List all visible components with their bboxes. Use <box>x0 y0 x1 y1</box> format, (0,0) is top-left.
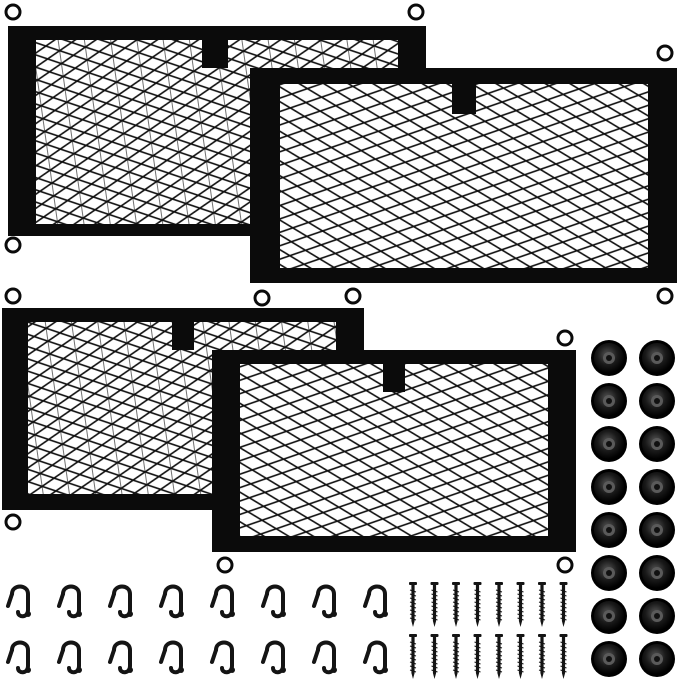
hook-icon <box>312 584 337 619</box>
screw-icon <box>409 582 417 627</box>
hook-icon <box>159 640 184 675</box>
screw-icon <box>538 582 546 627</box>
hook-icon <box>159 584 184 619</box>
washer-icon <box>591 555 627 591</box>
hook-icon <box>108 584 133 619</box>
screw-icon <box>409 634 417 679</box>
washer-icon <box>591 469 627 505</box>
hook-icon <box>312 640 337 675</box>
screw-icon <box>538 634 546 679</box>
washer-icon <box>639 383 675 419</box>
screw-icon <box>495 634 503 679</box>
hook-icon <box>363 584 388 619</box>
screw-icon <box>559 582 568 627</box>
screw-icon <box>516 634 525 679</box>
screw-icon <box>452 634 460 679</box>
storage-net-4 <box>212 329 576 574</box>
washer-icon <box>639 426 675 462</box>
hook-icon <box>108 640 133 675</box>
hook-icon <box>57 640 82 675</box>
storage-net-2 <box>250 44 677 307</box>
screw-icon <box>559 634 568 679</box>
screw-icon <box>430 582 439 627</box>
screw-icon <box>452 582 460 627</box>
washer-icon <box>591 426 627 462</box>
screw-icon <box>516 582 525 627</box>
screw-icon <box>430 634 439 679</box>
hook-icon <box>363 640 388 675</box>
hook-icon <box>6 584 31 619</box>
washer-icon <box>639 598 675 634</box>
screw-icon <box>473 634 482 679</box>
washer-icon <box>591 383 627 419</box>
washer-icon <box>639 641 675 677</box>
washer-group <box>591 340 675 677</box>
hook-icon <box>261 584 286 619</box>
washer-icon <box>639 469 675 505</box>
screw-icon <box>473 582 482 627</box>
washer-icon <box>639 340 675 376</box>
screw-icon <box>495 582 503 627</box>
hook-icon <box>210 584 235 619</box>
washer-icon <box>591 512 627 548</box>
hook-icon <box>210 640 235 675</box>
washer-icon <box>591 340 627 376</box>
washer-icon <box>639 512 675 548</box>
washer-icon <box>591 641 627 677</box>
hook-icon <box>6 640 31 675</box>
washer-icon <box>639 555 675 591</box>
hook-icon <box>261 640 286 675</box>
hook-icon <box>57 584 82 619</box>
screw-group <box>409 582 568 679</box>
hook-group <box>6 584 388 675</box>
washer-icon <box>591 598 627 634</box>
